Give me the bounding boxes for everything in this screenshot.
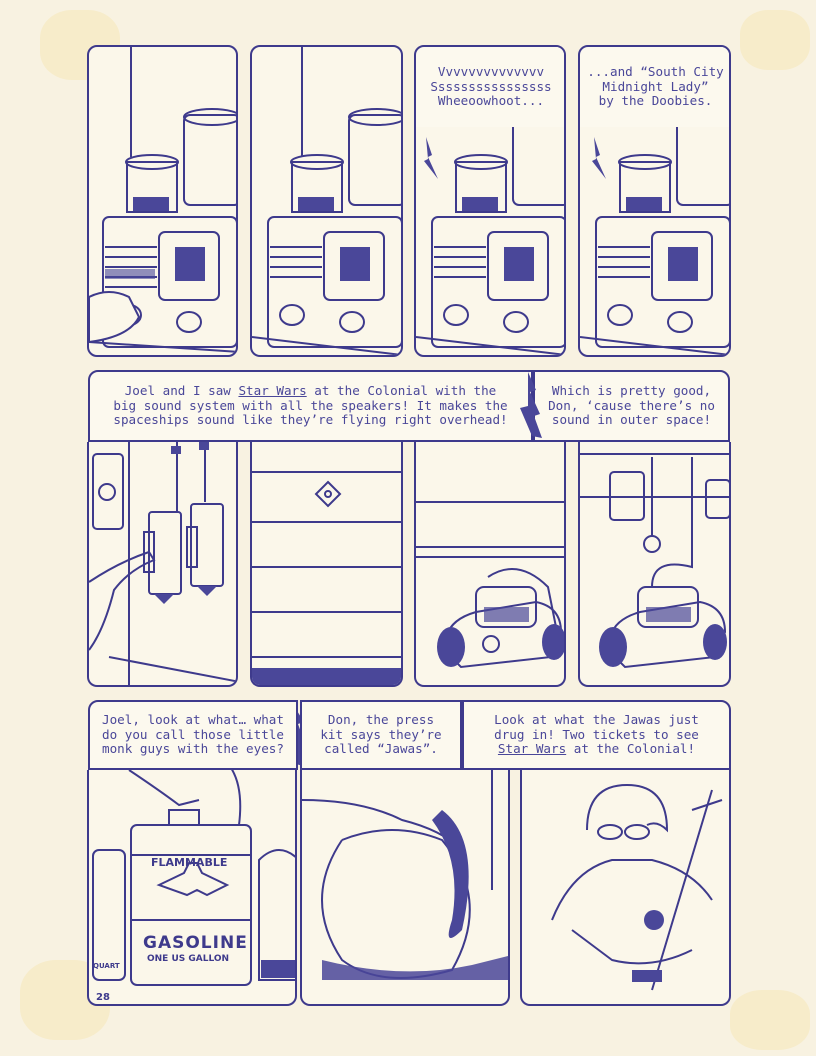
text-span: at the Colonial with the <box>306 383 497 399</box>
lawnmower-garage-art <box>580 453 729 669</box>
panel-4: ...and “South City Midnight Lady” by the… <box>578 45 731 357</box>
bubble-text: ...and “South City Midnight Lady” by the… <box>587 64 724 109</box>
bubble-text: Joel and I saw Star Wars at the Colonial… <box>113 384 507 428</box>
radio-scene-art <box>252 47 401 355</box>
page-number: 28 <box>96 992 110 1003</box>
speech-bubble-radio-sound: Vvvvvvvvvvvvvv Ssssssssssssssss Wheeoowh… <box>416 47 564 127</box>
panel-2 <box>250 45 403 357</box>
radio-scene-art <box>89 47 236 353</box>
speech-bubble-song: ...and “South City Midnight Lady” by the… <box>580 47 729 127</box>
garage-door-rising-lawnmower-art <box>416 501 564 669</box>
text-line: spaceships sound like they’re flying rig… <box>113 412 508 428</box>
garage-door-art <box>252 471 401 685</box>
light-switch-art <box>89 442 236 685</box>
panel-3: Vvvvvvvvvvvvvv Ssssssssssssssss Wheeoowh… <box>414 45 566 357</box>
speech-bubble-outer-space: Which is pretty good, Don, ‘cause there’… <box>533 370 730 442</box>
text-span: at the Colonial! <box>566 741 696 757</box>
bubble-text: Don, the press kit says they’re called “… <box>320 712 442 757</box>
movie-title: Star Wars <box>238 383 307 399</box>
flammable-label: FLAMMABLE <box>151 856 228 869</box>
hand-lifting-cover-art <box>302 770 508 980</box>
speech-bubble-monk-guys: Joel, look at what… what do you call tho… <box>88 700 298 770</box>
panel-6 <box>250 442 403 687</box>
panel-10 <box>300 770 510 1006</box>
panel-1 <box>87 45 238 357</box>
speech-bubble-tickets: Look at what the Jawas just drug in! Two… <box>462 700 731 770</box>
speech-bubble-star-wars-sound: Joel and I saw Star Wars at the Colonial… <box>88 370 533 442</box>
quart-label: QUART <box>93 962 120 970</box>
bubble-text: Which is pretty good, Don, ‘cause there’… <box>548 383 715 428</box>
text-span: Joel and I saw <box>124 383 239 399</box>
radio-scene-art <box>580 114 729 355</box>
paper-stain <box>740 10 810 70</box>
panel-5 <box>87 442 238 687</box>
one-gallon-label: ONE US GALLON <box>147 954 230 964</box>
gasoline-label: GASOLINE <box>143 933 248 953</box>
speech-bubble-jawas: Don, the press kit says they’re called “… <box>300 700 462 770</box>
bubble-text: Vvvvvvvvvvvvvv Ssssssssssssssss Wheeoowh… <box>430 64 552 109</box>
boy-with-glasses-art <box>551 783 723 991</box>
text-line: drug in! Two tickets to see <box>494 726 699 742</box>
bubble-text: Look at what the Jawas just drug in! Two… <box>494 713 699 757</box>
radio-scene-art <box>416 114 564 355</box>
text-line: big sound system with all the speakers! … <box>113 397 508 413</box>
movie-title: Star Wars <box>497 741 567 757</box>
panel-7 <box>414 442 566 687</box>
bubble-text: Joel, look at what… what do you call tho… <box>102 712 284 757</box>
panel-11 <box>520 770 731 1006</box>
text-line: Look at what the Jawas just <box>494 712 699 728</box>
gasoline-can-art <box>92 770 295 986</box>
panel-9: FLAMMABLE GASOLINE ONE US GALLON QUART <box>87 770 297 1006</box>
paper-stain <box>730 990 810 1050</box>
panel-8 <box>578 442 731 687</box>
